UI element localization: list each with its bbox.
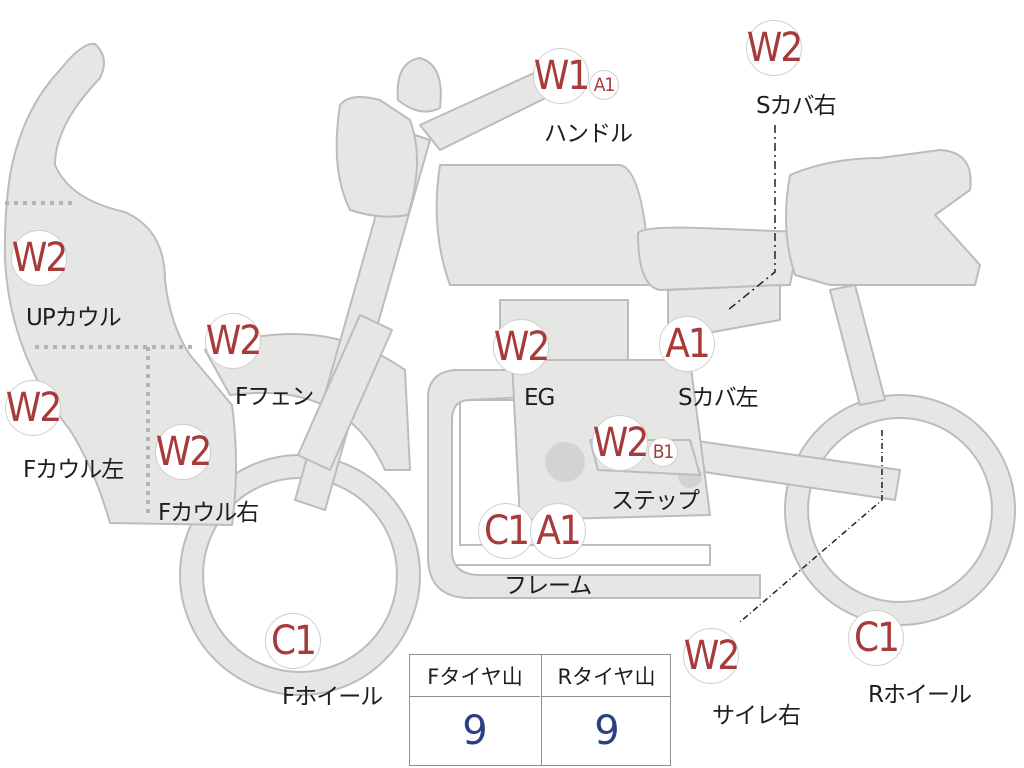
side-cover-left-code-badge: A1 xyxy=(659,316,715,372)
step-sub-badge: B1 xyxy=(648,437,678,467)
engine-label: EG xyxy=(524,385,555,411)
front-cowl-left-code-badge: W2 xyxy=(5,380,62,436)
front-cowl-left-label: Fカウル左 xyxy=(23,457,124,483)
frame-code2-badge: A1 xyxy=(530,503,586,559)
rear-wheel-code-badge: C1 xyxy=(848,610,904,666)
front-cowl-right-code-badge: W2 xyxy=(155,424,212,480)
handle-sub-badge: A1 xyxy=(589,70,619,100)
front-fender-label: Fフェン xyxy=(235,384,314,410)
frame-loop-shape xyxy=(427,369,761,599)
handle-code-badge: W1 xyxy=(533,48,590,104)
side-cover-right-code-badge: W2 xyxy=(746,20,803,76)
tail-cowl-shape xyxy=(785,149,981,286)
frame-code-badge: C1 xyxy=(478,503,534,559)
front-fender-code-badge: W2 xyxy=(205,313,262,369)
fork-lower-shape xyxy=(297,314,393,471)
rear-wheel-label: Rホイール xyxy=(868,682,972,708)
frame-label: フレーム xyxy=(504,573,592,599)
rear-tread-value: 9 xyxy=(541,697,672,765)
rear-tread-header: Rタイヤ山 xyxy=(541,655,671,697)
up-cowl-code-badge: W2 xyxy=(11,230,68,286)
front-wheel-inner xyxy=(202,477,398,673)
step-code-badge: W2 xyxy=(592,415,649,471)
muffler-right-code-badge: W2 xyxy=(683,628,740,684)
up-cowl-label: UPカウル xyxy=(26,305,122,331)
fuel-tank-shape xyxy=(435,164,651,286)
handle-label: ハンドル xyxy=(544,121,633,147)
rear-wheel-inner xyxy=(807,417,993,603)
front-tread-value: 9 xyxy=(462,708,488,754)
side-cover-left-label: Sカバ左 xyxy=(678,385,759,411)
headstock-shape xyxy=(335,95,418,218)
front-wheel-code-badge: C1 xyxy=(265,613,321,669)
tire-tread-table: Fタイヤ山 Rタイヤ山 9 9 xyxy=(409,654,671,766)
step-label: ステップ xyxy=(611,488,700,514)
front-cowl-right-label: Fカウル右 xyxy=(158,500,259,526)
side-cover-right-label: Sカバ右 xyxy=(756,93,837,119)
rear-shock-shape xyxy=(829,284,886,406)
front-tread-header: Fタイヤ山 xyxy=(410,655,540,697)
muffler-right-label: サイレ右 xyxy=(712,703,801,729)
front-wheel-label: Fホイール xyxy=(282,684,383,710)
engine-code-badge: W2 xyxy=(493,319,550,375)
mirror-shape xyxy=(396,57,442,113)
